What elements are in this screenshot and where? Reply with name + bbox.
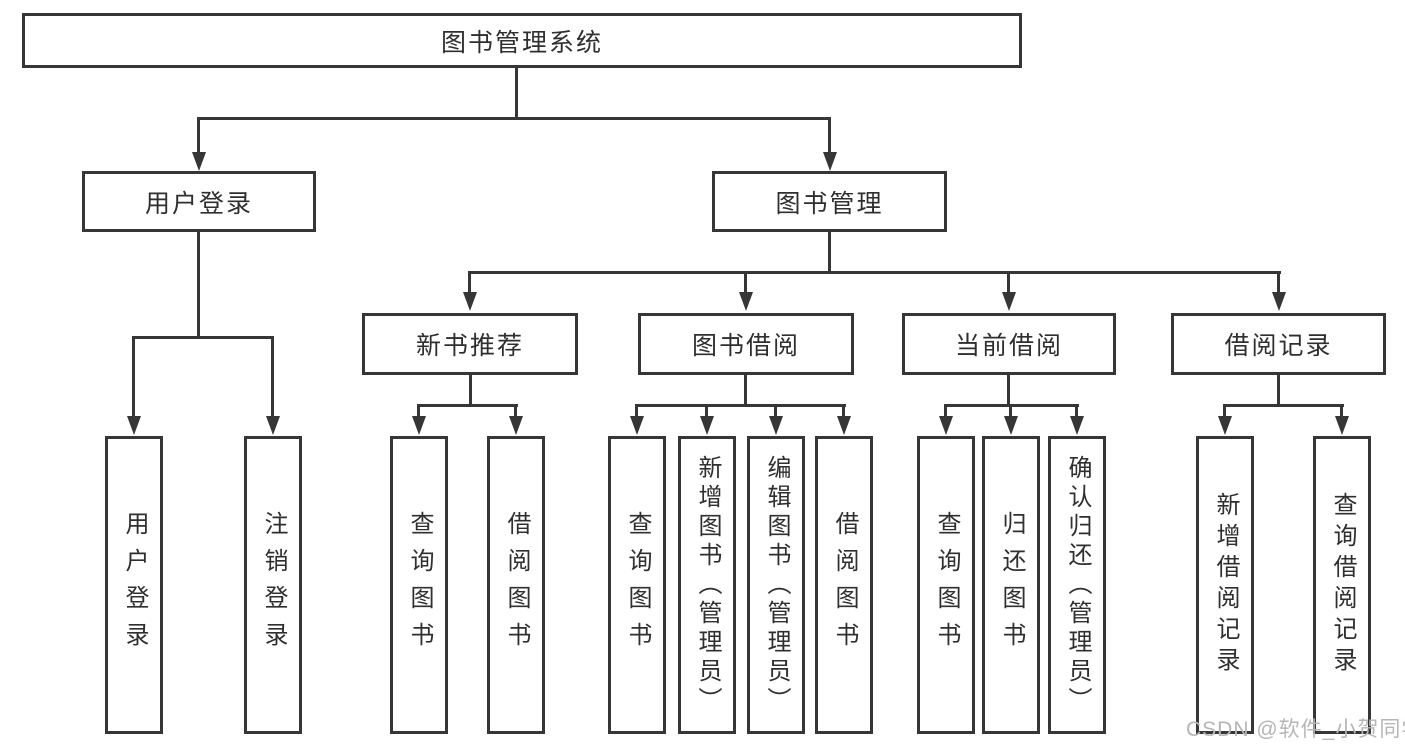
connector-line [774,404,777,418]
leaf-query-borrow-record: 查询借阅记录 [1313,436,1371,734]
connector-line [469,375,472,407]
node-library-management-system: 图书管理系统 [22,13,1022,68]
node-book-management: 图书管理 [712,171,947,232]
connector-line [1007,375,1010,406]
connector-line [132,336,135,416]
connector-line [515,68,518,119]
connector-line [744,375,747,406]
node-current-borrowing: 当前借阅 [902,313,1116,375]
node-new-book-recommend: 新书推荐 [362,313,578,375]
arrow-down-icon [939,416,953,435]
arrow-down-icon [1335,416,1349,435]
arrow-down-icon [463,292,477,311]
arrow-down-icon [1004,416,1018,435]
arrow-down-icon [127,416,141,435]
arrow-down-icon [769,416,783,435]
leaf-add-borrow-record: 新增借阅记录 [1196,436,1254,734]
connector-line [705,404,708,418]
connector-line [1277,375,1280,406]
leaf-query-books-borrowing: 查询图书 [608,436,666,734]
connector-line [514,404,517,418]
arrow-down-icon [837,416,851,435]
leaf-confirm-return-admin: 确认归还（管理员） [1048,436,1106,734]
connector-line [944,404,947,418]
arrow-down-icon [1272,292,1286,311]
connector-line [197,232,200,339]
connector-line [828,232,831,273]
connector-line [132,336,274,339]
arrow-down-icon [739,292,753,311]
connector-line [842,404,845,418]
arrow-down-icon [1002,292,1016,311]
connector-line [635,404,638,418]
leaf-query-books-recommend: 查询图书 [390,436,448,734]
connector-line [828,117,831,155]
connector-line [1340,404,1343,418]
arrow-down-icon [412,416,426,435]
connector-line [197,117,200,155]
connector-line [417,404,518,407]
leaf-logout: 注销登录 [244,436,302,734]
arrow-down-icon [509,416,523,435]
leaf-borrow-books-borrowing: 借阅图书 [815,436,873,734]
leaf-borrow-books-recommend: 借阅图书 [487,436,545,734]
leaf-return-books: 归还图书 [982,436,1040,734]
arrow-down-icon [1218,416,1232,435]
arrow-down-icon [1070,416,1084,435]
connector-line [1223,404,1344,407]
leaf-add-book-admin: 新增图书（管理员） [678,436,736,734]
arrow-down-icon [192,152,206,171]
connector-line [417,404,420,418]
leaf-query-books-current: 查询图书 [917,436,975,734]
arrow-down-icon [700,416,714,435]
connector-line [468,271,1281,274]
connector-line [1223,404,1226,418]
node-borrowing-records: 借阅记录 [1171,313,1386,375]
leaf-user-login: 用户登录 [105,436,163,734]
connector-line [271,336,274,416]
watermark: CSDN @软件_小贺同学 [1186,718,1405,741]
arrow-down-icon [630,416,644,435]
arrow-down-icon [823,152,837,171]
arrow-down-icon [266,416,280,435]
connector-line [468,271,471,295]
connector-line [1277,271,1280,295]
node-user-login: 用户登录 [82,171,316,232]
leaf-edit-book-admin: 编辑图书（管理员） [747,436,805,734]
connector-line [197,117,831,120]
connector-line [635,404,846,407]
node-book-borrowing: 图书借阅 [638,313,854,375]
connector-line [1007,271,1010,295]
connector-line [744,271,747,295]
connector-line [1075,404,1078,418]
connector-line [1009,404,1012,418]
